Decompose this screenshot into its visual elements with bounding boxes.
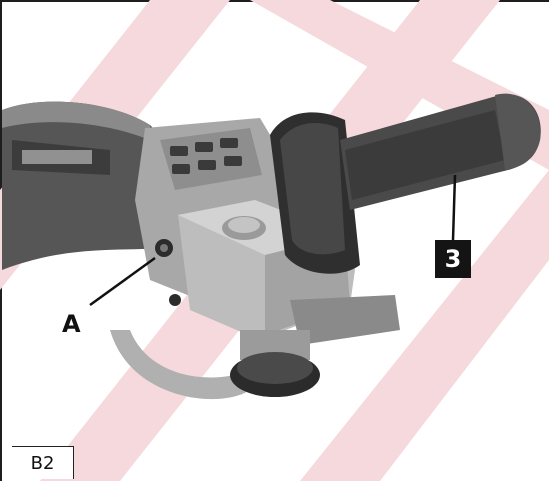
wheel-guard bbox=[110, 295, 400, 400]
grinder-body bbox=[2, 101, 185, 270]
side-handle bbox=[270, 93, 541, 274]
callout-label-a: A bbox=[62, 310, 81, 338]
leader-line-a bbox=[89, 256, 156, 307]
leader-lines bbox=[89, 174, 457, 307]
leader-line-3 bbox=[451, 174, 457, 241]
spindle bbox=[230, 330, 320, 397]
figure-id-box: B2 bbox=[12, 446, 74, 479]
callout-label-handle: 3 bbox=[435, 240, 471, 278]
